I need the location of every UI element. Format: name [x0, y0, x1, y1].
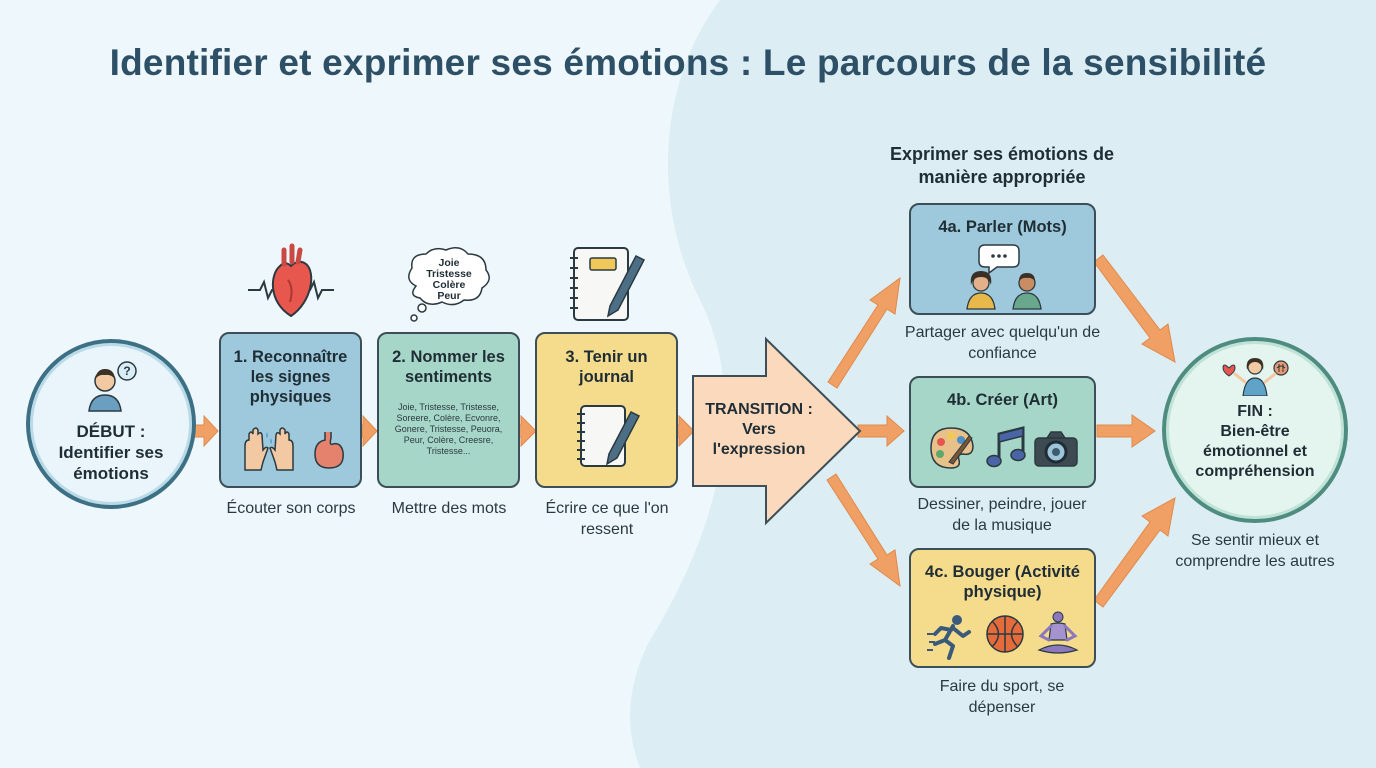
camera-icon [1034, 431, 1078, 467]
arrow-step1-to-step2 [361, 414, 378, 448]
transition-arrow-shape [692, 336, 862, 526]
people-talking-icon [966, 244, 1042, 310]
runner-icon [927, 615, 971, 660]
feelings-list: Joie, Tristesse, Tristesse, Sorеere, Col… [394, 402, 503, 456]
meditation-icon [1037, 611, 1079, 654]
arrow-4b-to-end [1096, 414, 1156, 448]
transition-text: Vers l'expression [712, 421, 806, 458]
arrow-transition-to-4a [827, 276, 901, 389]
option-4b-box: 4b. Créer (Art) [909, 376, 1096, 488]
arrow-4a-to-end [1093, 254, 1176, 363]
start-circle: ? DÉBUT : Identifier ses émotions [26, 339, 196, 509]
arrow-transition-to-4c [826, 473, 901, 588]
option-4a-caption: Partager avec quelqu'un de confiance [904, 324, 1101, 362]
start-label: DÉBUT : [76, 421, 146, 441]
notebook-icon [570, 247, 646, 321]
thought-bubble-icon [408, 247, 490, 322]
end-caption: Se sentir mieux et comprendre les autres [1175, 532, 1335, 570]
option-4b-caption: Dessiner, peindre, jouer de la musique [917, 496, 1087, 534]
transition-label-block: TRANSITION : Vers l'expression [700, 400, 818, 460]
start-text: Identifier ses émotions [58, 442, 164, 483]
step-2-title: 2. Nommer les sentiments [392, 348, 505, 386]
end-circle: FIN : Bien-être émotionnel et compréhens… [1162, 337, 1348, 523]
bubble-word: Colère [432, 279, 466, 291]
step-3-box: 3. Tenir un journal [535, 332, 678, 488]
step-2-caption: Mettre des mots [391, 500, 507, 517]
option-4a-box: 4a. Parler (Mots) [909, 203, 1096, 315]
notebook-icon [577, 405, 641, 467]
option-4c-title: 4c. Bouger (Activité physique) [925, 563, 1080, 601]
step-3-title: 3. Tenir un journal [565, 348, 648, 386]
happy-person-icon [1222, 358, 1289, 396]
end-text: Bien-être émotionnel et compréhension [1195, 423, 1315, 480]
music-note-icon [986, 426, 1026, 468]
heart-icon [248, 243, 334, 318]
svg-text:?: ? [123, 364, 130, 378]
person-question-icon: ? [88, 360, 137, 412]
transition-label: TRANSITION : [705, 401, 813, 418]
step-1-title: 1. Reconnaître les signes physiques [233, 348, 348, 406]
thought-bubble-words: Joie Tristesse Colère Peur [409, 258, 489, 302]
bubble-word: Tristesse [426, 268, 472, 280]
step-1-box: 1. Reconnaître les signes physiques [219, 332, 362, 488]
speech-bubble-icon [978, 244, 1020, 275]
step-2-box: 2. Nommer les sentiments Joie, Tristesse… [377, 332, 520, 488]
option-4c-box: 4c. Bouger (Activité physique) [909, 548, 1096, 668]
bubble-word: Peur [437, 290, 461, 302]
option-4c-caption: Faire du sport, se dépenser [939, 678, 1065, 716]
option-4a-title: 4a. Parler (Mots) [938, 218, 1067, 236]
basketball-icon [986, 615, 1024, 653]
arrow-transition-to-4b [857, 414, 905, 448]
bubble-word: Joie [438, 257, 460, 269]
expression-heading: Exprimer ses émotions de manière appropr… [889, 144, 1115, 187]
arrow-start-to-step1 [193, 414, 219, 448]
page-title: Identifier et exprimer ses émotions : Le… [109, 42, 1267, 83]
option-4b-title: 4b. Créer (Art) [947, 391, 1058, 409]
stomach-icon [314, 432, 344, 469]
arrow-4c-to-end [1093, 497, 1176, 608]
step-3-caption: Écrire ce que l'on ressent [545, 500, 669, 538]
hands-icon [244, 427, 294, 471]
end-label: FIN : [1237, 403, 1273, 420]
step-1-caption: Écouter son corps [226, 500, 356, 517]
palette-icon [930, 427, 974, 469]
